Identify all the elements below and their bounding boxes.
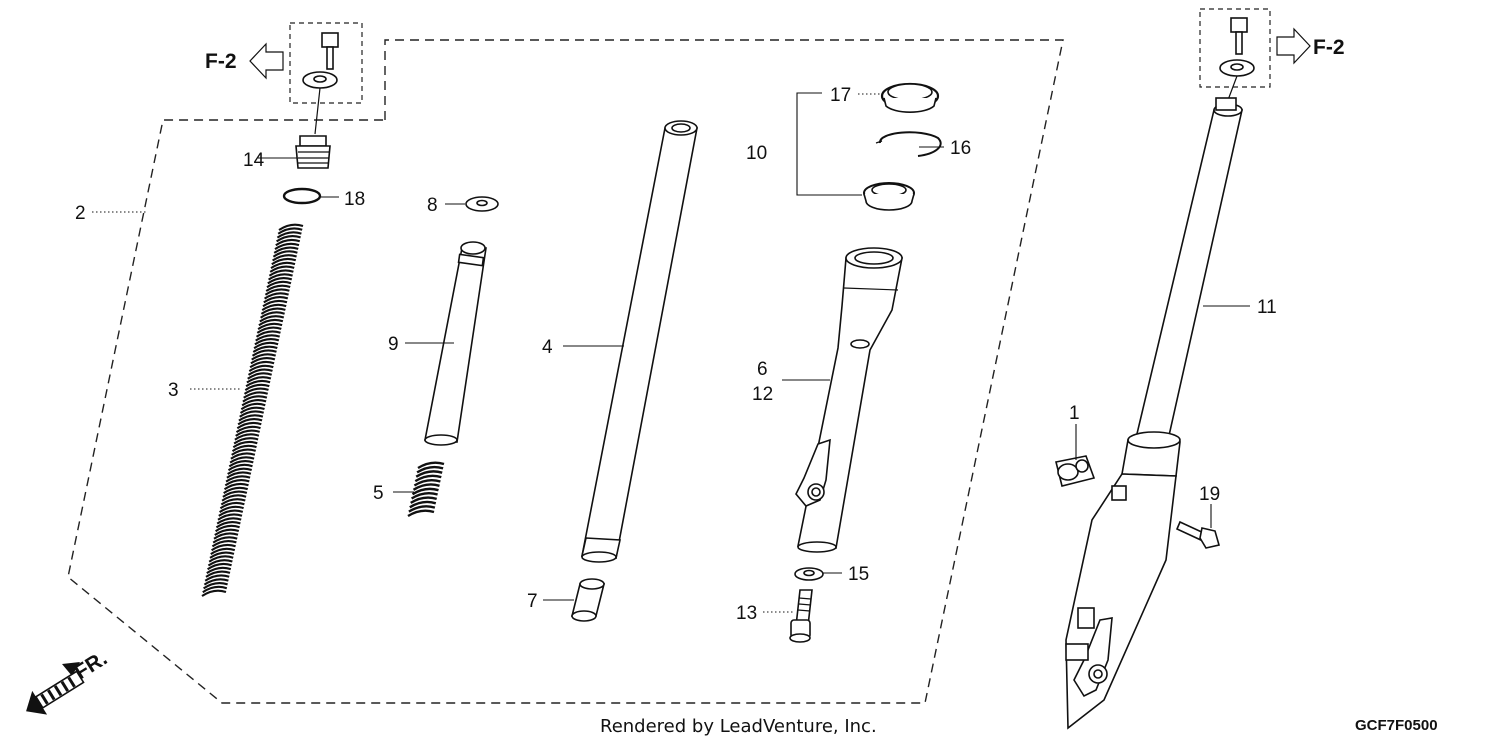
- arrow-right-outline: [1276, 27, 1311, 65]
- front-arrow-shaft: [26, 670, 85, 715]
- front-direction-indicator: FR.: [26, 647, 111, 715]
- diagram-code: GCF7F0500: [1355, 717, 1438, 734]
- part-19-bolt: [1175, 520, 1221, 549]
- part-17-dust-seal: [880, 82, 940, 113]
- callout-4: 4: [542, 337, 553, 358]
- part-11-fork-assembly: [1065, 75, 1243, 730]
- part-18-o-ring: [282, 187, 322, 205]
- callout-17: 17: [830, 85, 851, 106]
- callout-12: 12: [752, 384, 773, 405]
- part-9-damper-rod: [424, 241, 487, 446]
- bolt-washer-left: [302, 32, 339, 89]
- callout-8: 8: [427, 195, 438, 216]
- credit-text: Rendered by LeadVenture, Inc.: [600, 716, 877, 737]
- part-6-12-fork-slider: [795, 247, 903, 553]
- assembly-boundary: [67, 39, 1064, 704]
- part-3-fork-spring: [201, 223, 304, 597]
- bolt-washer-right: [1219, 17, 1255, 77]
- callout-9: 9: [388, 334, 399, 355]
- callout-10: 10: [746, 143, 767, 164]
- front-arrow-icon: [62, 662, 80, 676]
- part-4-fork-pipe: [581, 120, 698, 563]
- callout-16: 16: [950, 138, 971, 159]
- callout-3: 3: [168, 380, 179, 401]
- part-5-rebound-spring: [407, 461, 445, 518]
- part-16-oil-seal-clip: [879, 131, 942, 157]
- reference-label-left: F-2: [205, 50, 237, 73]
- part-14-fork-bolt: [295, 135, 331, 169]
- callout-5: 5: [373, 483, 384, 504]
- reference-box-left: [289, 22, 363, 104]
- bracket-10: [796, 92, 862, 196]
- part-7-oil-lock-piece: [570, 578, 606, 622]
- spring-coil: [407, 461, 445, 518]
- callout-11: 11: [1257, 297, 1277, 318]
- part-1-hose-clip: [1055, 455, 1096, 487]
- callout-15: 15: [848, 564, 869, 585]
- callout-7: 7: [527, 591, 538, 612]
- reference-box-right: [1199, 8, 1271, 88]
- spring-coil: [201, 223, 304, 597]
- reference-label-right: F-2: [1313, 36, 1345, 59]
- callout-13: 13: [736, 603, 757, 624]
- callout-6: 6: [757, 359, 768, 380]
- callout-1: 1: [1069, 403, 1080, 424]
- part-13-socket-bolt: [789, 589, 813, 643]
- callout-14: 14: [243, 150, 265, 171]
- callout-2: 2: [75, 203, 86, 224]
- arrow-left-outline: [249, 42, 284, 80]
- callout-18: 18: [344, 189, 365, 210]
- callout-19: 19: [1199, 484, 1220, 505]
- part-10-oil-seal: [863, 182, 915, 211]
